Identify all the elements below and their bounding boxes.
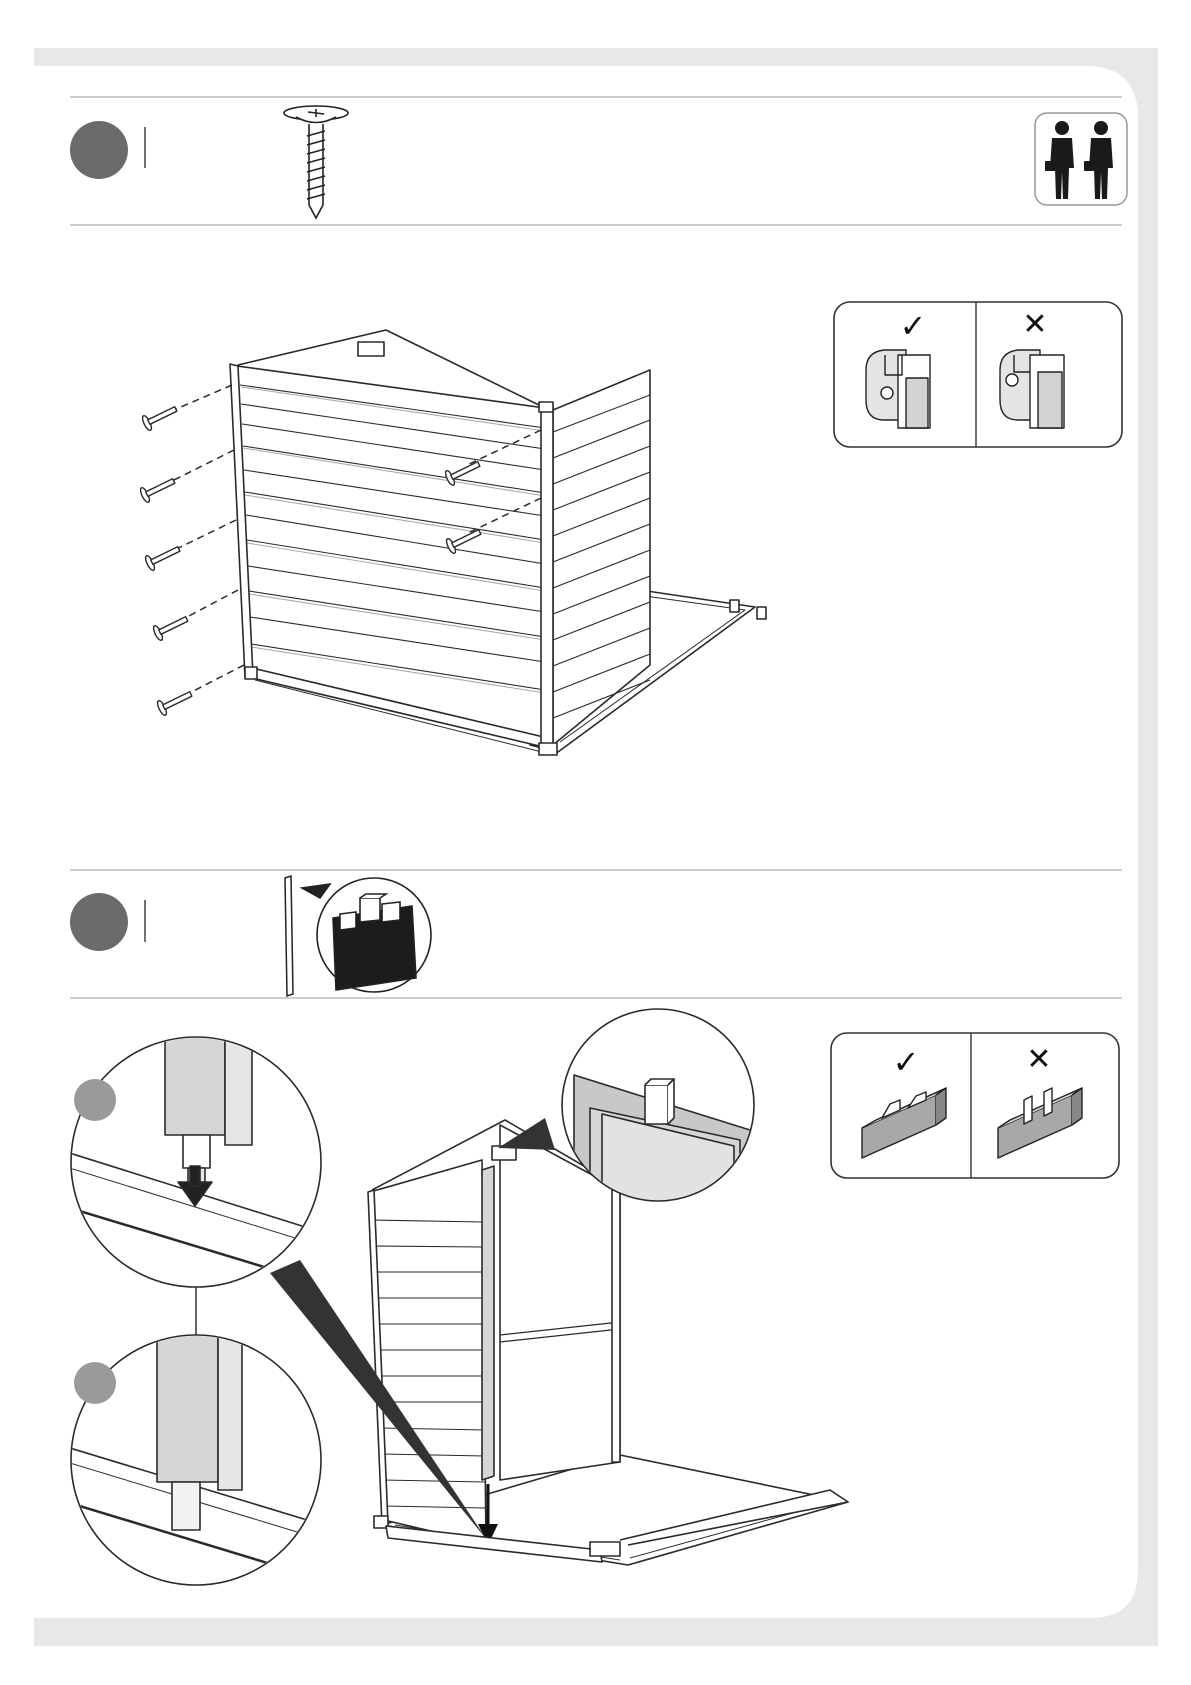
wrong-mark: ✕ <box>1022 308 1047 341</box>
two-person-icon <box>1035 113 1127 205</box>
correct-mark-2: ✓ <box>893 1044 920 1080</box>
step-1-connector-inset: ✓ ✕ <box>834 302 1122 447</box>
correct-mark: ✓ <box>900 308 927 344</box>
right-corner-profile <box>541 408 553 748</box>
step-2-orientation-inset: ✓ ✕ <box>831 1033 1119 1178</box>
step-2-side-wall <box>370 1160 486 1544</box>
wrong-mark-2: ✕ <box>1026 1043 1051 1076</box>
correct-connector-icon <box>866 350 930 428</box>
front-profile <box>482 1166 494 1480</box>
step-1-number-bullet <box>70 121 128 179</box>
vertical-profile-icon <box>285 876 293 996</box>
wrong-connector-icon <box>1000 350 1064 428</box>
detail-b-bullet <box>74 1362 116 1404</box>
step-2-number-bullet <box>70 893 128 951</box>
detail-a-bullet <box>74 1079 116 1121</box>
